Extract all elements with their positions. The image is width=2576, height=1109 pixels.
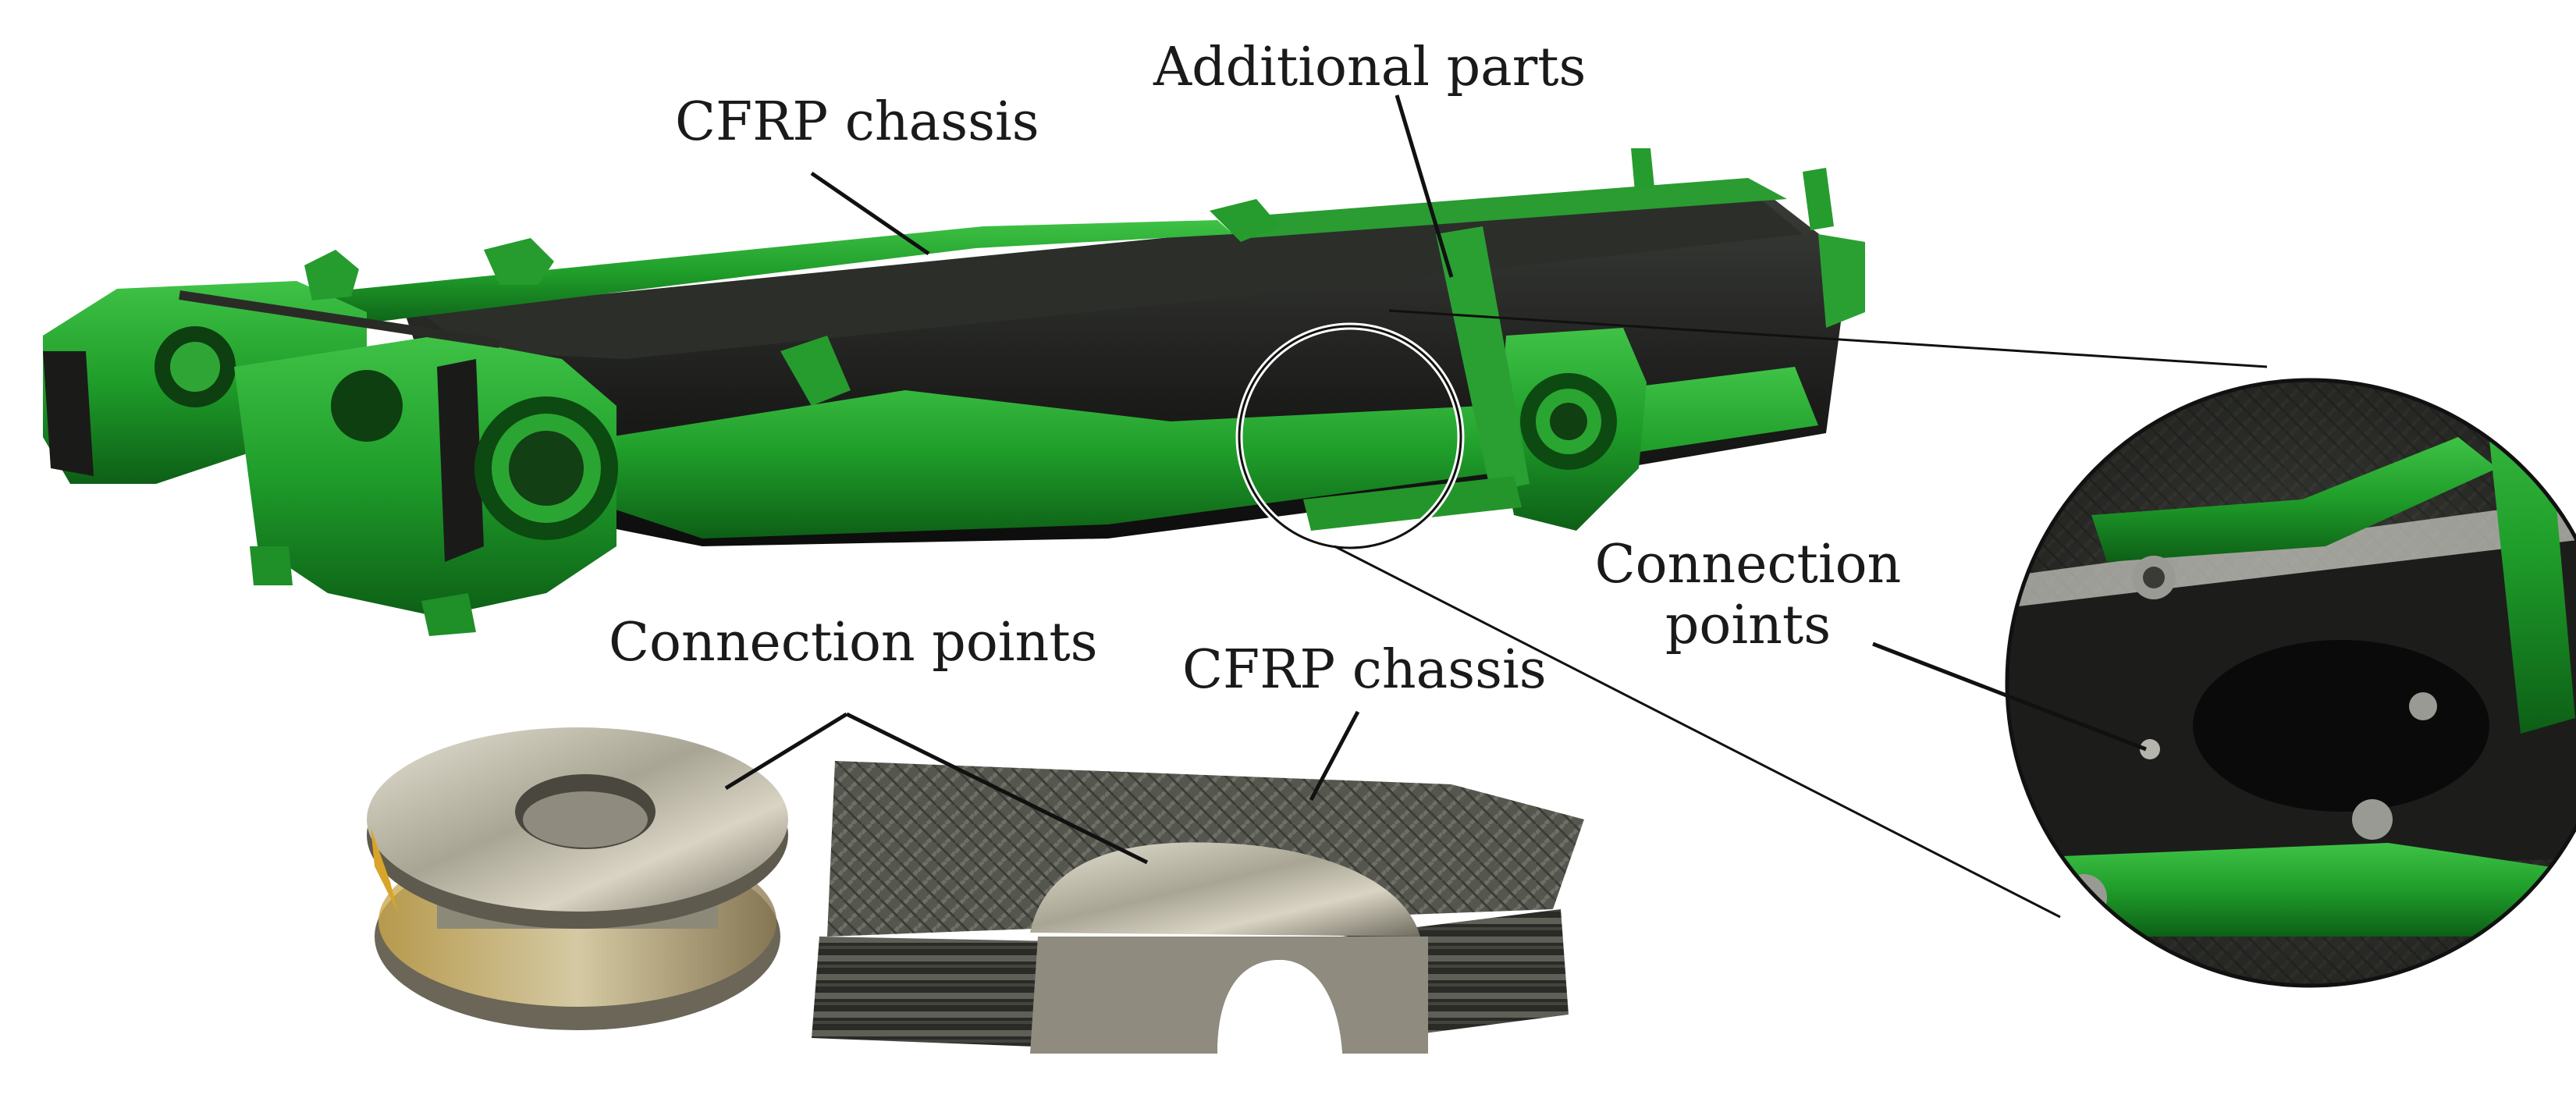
leader-cfrp-top: [810, 171, 930, 256]
cfrp-sample-photo: [812, 761, 1584, 1054]
leader-additional-parts: [1395, 94, 1454, 278]
chassis-render: [43, 148, 1865, 636]
rear-end-cap: [1818, 234, 1865, 328]
axle-black-plate: [437, 359, 484, 562]
zoom-line-top: [1388, 309, 2268, 368]
foot-1: [421, 593, 476, 636]
insert-highlight: [371, 827, 398, 913]
leader-connection-bottom-a: [724, 712, 848, 791]
front-bore-2: [331, 370, 403, 442]
label-cfrp-chassis-top: CFRP chassis: [675, 91, 1039, 153]
green-top-rail: [281, 220, 1233, 328]
bracket-6: [1803, 168, 1834, 230]
zoom-circle-border: [2005, 378, 2576, 988]
rear-axle-bore: [1550, 403, 1587, 440]
bracket-5: [1631, 148, 1654, 191]
zoom-cutout: [2193, 640, 2489, 812]
label-connection-points-right: Connection points: [1592, 534, 1904, 657]
zoom-upper-arm: [2091, 437, 2497, 562]
foot-2: [250, 546, 293, 585]
label-connection-points-right-line2: points: [1665, 595, 1832, 657]
front-bore-1-inner: [170, 342, 220, 392]
leader-connection-bottom-b: [845, 712, 1149, 865]
green-right-rail: [1217, 178, 1787, 238]
zoom-lower-arm: [2007, 843, 2576, 937]
label-cfrp-chassis-bottom: CFRP chassis: [1182, 639, 1547, 701]
strut: [1436, 226, 1530, 492]
zoom-line-bottom: [1334, 545, 2061, 919]
steel-insert-photo: [367, 727, 788, 1030]
tie-rod: [179, 290, 500, 348]
bracket-3: [780, 336, 851, 406]
leader-cfrp-bottom: [1309, 710, 1360, 802]
leader-connection-right: [1872, 642, 2147, 752]
sample-steel-insert-top: [1030, 842, 1420, 937]
zoom-detail: [2007, 380, 2576, 986]
bracket-2: [484, 238, 554, 285]
sample-steel-insert-front: [1030, 937, 1428, 1054]
zoom-bolt-4: [2352, 799, 2393, 840]
zoom-connection-point: [2140, 739, 2160, 759]
front-black-plate: [43, 351, 94, 476]
lower-link: [1303, 476, 1522, 531]
zoom-bolt-2: [2409, 692, 2437, 720]
axle-bore: [509, 431, 584, 506]
label-connection-points-bottom: Connection points: [609, 612, 1098, 674]
bracket-4: [1210, 199, 1280, 242]
label-connection-points-right-line1: Connection: [1594, 534, 1902, 595]
bracket-1: [304, 250, 359, 300]
label-additional-parts: Additional parts: [1153, 37, 1586, 98]
